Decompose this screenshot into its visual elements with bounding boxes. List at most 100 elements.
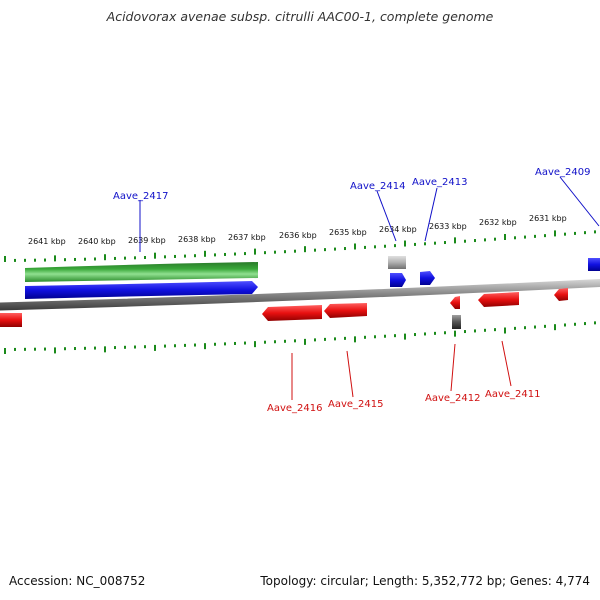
minor-tick [484,328,486,332]
reverse-gene-leaders [291,340,512,400]
gene-label-aave-2413[interactable]: Aave_2413 [412,177,468,188]
gene-label-aave-2416[interactable]: Aave_2416 [267,403,323,414]
minor-tick [184,254,186,258]
major-tick [404,240,406,247]
major-tick [304,246,306,253]
minor-tick [114,256,116,260]
minor-tick [334,337,336,341]
forward-cds-aave-2414[interactable] [390,273,406,287]
minor-tick [84,257,86,261]
major-tick [504,233,506,240]
minor-tick [114,346,116,350]
minor-tick [464,239,466,243]
minor-tick [74,257,76,261]
scale-label: 2631 kbp [529,214,567,223]
leader-aave-2412 [450,343,456,392]
minor-tick [524,326,526,330]
major-tick [504,327,506,334]
gene-label-aave-2412[interactable]: Aave_2412 [425,393,481,404]
pseudogene-feature[interactable] [388,256,406,269]
minor-tick [544,234,546,238]
major-tick [354,336,356,343]
reverse-cds-aave-2416[interactable] [262,305,322,321]
minor-tick [584,322,586,326]
major-tick [54,255,56,262]
gene-label-aave-2411[interactable]: Aave_2411 [485,389,541,400]
minor-tick [494,237,496,241]
minor-tick [134,345,136,349]
minor-tick [474,239,476,243]
major-tick [304,338,306,345]
leader-aave-2413 [424,187,438,242]
gene-label-aave-2414[interactable]: Aave_2414 [350,181,406,192]
minor-tick [424,242,426,246]
leader-aave-2414 [376,190,397,242]
reverse-cds-aave-2411[interactable] [478,292,519,307]
gene-label-aave-2415[interactable]: Aave_2415 [328,399,384,410]
major-tick [54,347,56,354]
minor-tick [194,343,196,347]
minor-tick [214,342,216,346]
minor-tick [24,258,26,262]
minor-tick [144,345,146,349]
minor-tick [44,347,46,351]
gene-label-aave-2409[interactable]: Aave_2409 [535,167,591,178]
major-tick [104,346,106,353]
rna-feature[interactable] [25,262,258,282]
minor-tick [364,335,366,339]
reverse-cds-aave-2412-small[interactable] [450,296,460,309]
minor-tick [384,334,386,338]
scale-label: 2638 kbp [178,235,216,244]
minor-tick [74,347,76,351]
forward-cds-aave-2413[interactable] [420,271,435,285]
minor-tick [244,252,246,256]
minor-tick [324,248,326,252]
scale-label: 2634 kbp [379,225,417,234]
minor-tick [474,329,476,333]
pseudogene-reverse-feature[interactable] [452,315,461,329]
map-title: Acidovorax avenae subsp. citrulli AAC00-… [106,9,494,24]
major-tick [4,255,6,262]
gene-label-aave-2417[interactable]: Aave_2417 [113,191,169,202]
genome-backbone [0,279,600,311]
reverse-cds-feature[interactable] [554,288,568,301]
minor-tick [274,340,276,344]
minor-tick [224,252,226,256]
minor-tick [544,324,546,328]
reverse-cds-aave-2415[interactable] [324,303,367,318]
scale-label: 2632 kbp [479,218,517,227]
minor-tick [94,346,96,350]
forward-cds-aave-2409[interactable] [588,258,600,271]
minor-tick [534,234,536,238]
minor-tick [294,249,296,253]
minor-tick [34,258,36,262]
leader-aave-2409 [559,176,600,227]
minor-tick [64,258,66,262]
minor-tick [34,347,36,351]
minor-tick [394,244,396,248]
minor-tick [574,231,576,235]
minor-tick [484,238,486,242]
scale-label: 2641 kbp [28,237,66,246]
scale-label: 2635 kbp [329,228,367,237]
minor-tick [224,342,226,346]
scale-labels: 2641 kbp 2640 kbp 2639 kbp 2638 kbp 2637… [28,214,567,246]
minor-tick [164,344,166,348]
minor-tick [374,245,376,249]
leader-aave-2411 [501,340,512,387]
minor-tick [524,235,526,239]
reverse-cds-edge[interactable] [0,313,22,327]
major-tick [554,324,556,331]
minor-tick [294,339,296,343]
major-tick [554,230,556,237]
forward-cds-aave-2417[interactable] [25,281,258,299]
minor-tick [144,256,146,260]
minor-tick [274,250,276,254]
scale-label: 2633 kbp [429,222,467,231]
forward-gene-leaders [139,176,600,252]
minor-tick [14,258,16,262]
minor-tick [314,338,316,342]
major-tick [404,333,406,340]
scale-label: 2636 kbp [279,231,317,240]
